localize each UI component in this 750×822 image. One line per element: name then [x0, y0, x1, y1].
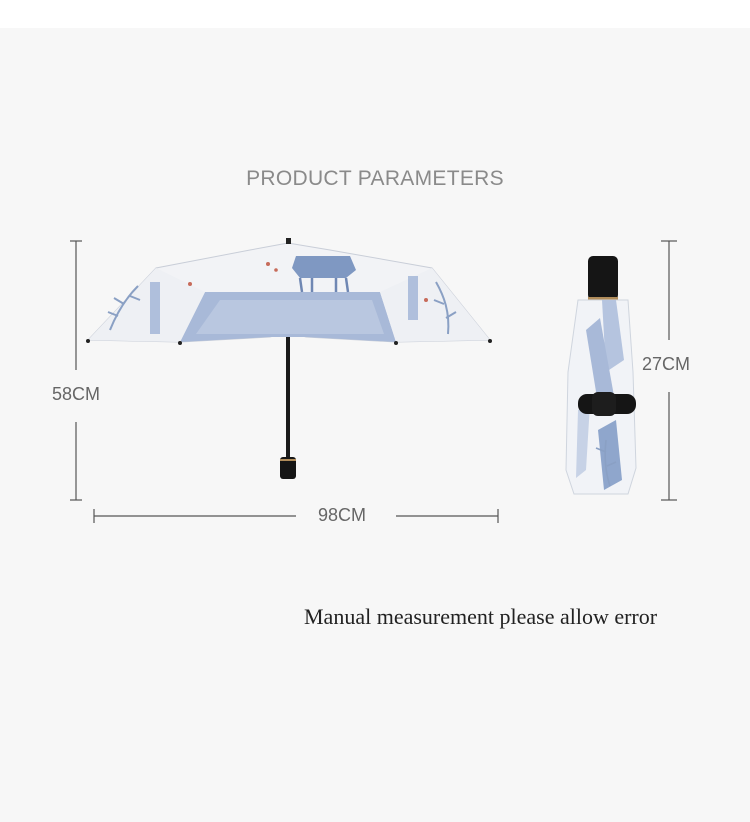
width-dimension-line — [93, 509, 499, 523]
page-title: PRODUCT PARAMETERS — [246, 167, 504, 190]
folded-umbrella-illustration — [565, 256, 637, 495]
open-width-label: 98CM — [318, 505, 367, 525]
height-dimension-line — [70, 240, 82, 501]
measurement-note: Manual measurement please allow error — [304, 604, 658, 629]
open-umbrella-illustration — [86, 238, 492, 479]
folded-length-label: 27CM — [642, 354, 691, 374]
folded-dimension-line — [661, 240, 677, 501]
open-height-label: 58CM — [52, 384, 101, 404]
